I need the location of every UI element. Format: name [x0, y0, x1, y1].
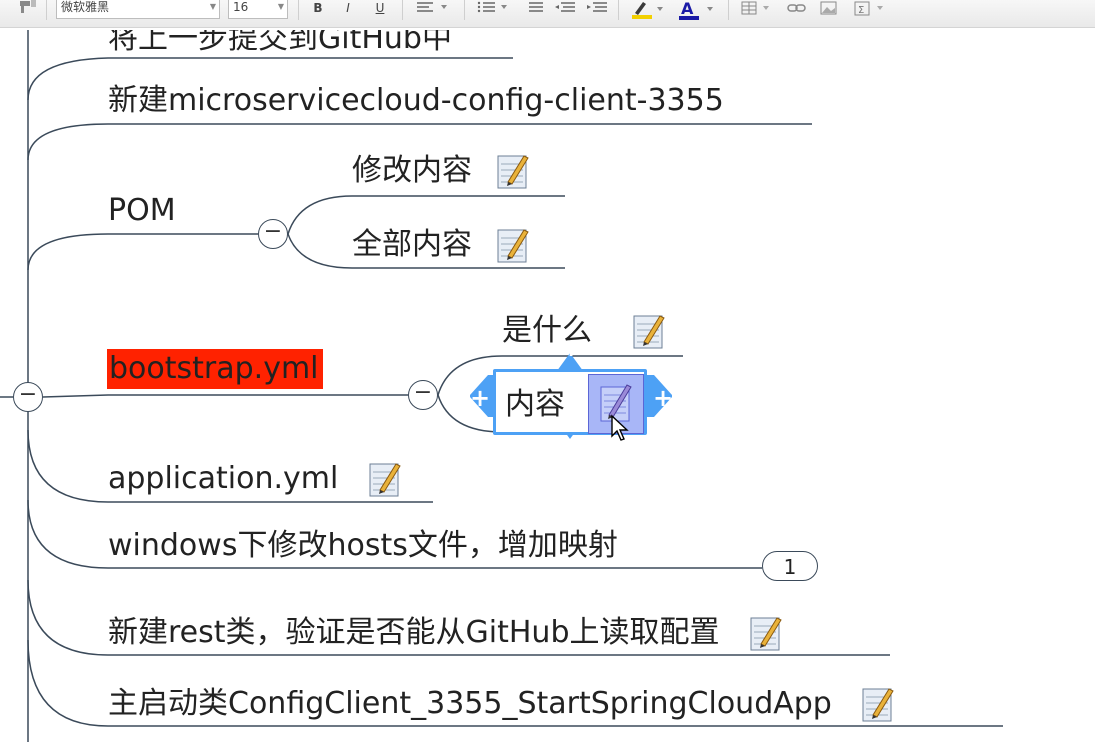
topic-full-content[interactable]: 全部内容 [352, 224, 530, 265]
topic-what-is[interactable]: 是什么 [502, 310, 666, 351]
align-button[interactable] [410, 0, 456, 21]
link-icon [787, 4, 806, 12]
add-child-top-icon[interactable]: + [561, 334, 582, 362]
insert-link-button[interactable] [784, 0, 810, 21]
topic-label: application.yml [108, 460, 339, 496]
bootstrap-collapse-toggle[interactable]: − [408, 380, 438, 410]
align-left-icon [417, 2, 447, 12]
note-icon[interactable] [368, 460, 402, 498]
insert-image-button[interactable] [816, 0, 842, 21]
topic-rest-class[interactable]: 新建rest类，验证是否能从GitHub上读取配置 [108, 612, 783, 653]
topic-main-class[interactable]: 主启动类ConfigClient_3355_StartSpringCloudAp… [108, 683, 895, 724]
topic-label: 全部内容 [352, 226, 472, 262]
underline-button[interactable]: U [375, 1, 385, 15]
root-collapse-toggle[interactable]: − [13, 382, 43, 412]
note-icon[interactable] [632, 312, 666, 350]
font-size-select[interactable]: 16 ▼ [228, 0, 288, 19]
table-icon [741, 1, 769, 15]
add-sibling-left-icon[interactable]: + [470, 384, 491, 412]
topic-application-yml[interactable]: application.yml [108, 458, 402, 499]
increase-indent-button[interactable] [584, 0, 610, 21]
decrease-indent-button[interactable] [552, 0, 578, 21]
format-painter-icon[interactable] [14, 0, 40, 21]
indent-icon [587, 2, 607, 12]
topic-pom[interactable]: POM [108, 190, 176, 231]
bold-button[interactable]: B [313, 1, 323, 15]
note-icon[interactable] [496, 226, 530, 264]
numbered-list-icon [529, 2, 543, 12]
topic-label: 新建rest类，验证是否能从GitHub上读取配置 [108, 614, 720, 650]
topic-bootstrap-yml[interactable]: bootstrap.yml [107, 348, 323, 389]
highlight-color-button[interactable] [628, 0, 668, 21]
highlighter-icon [632, 2, 663, 19]
format-toolbar: 微软雅黑 ▼ 16 ▼ B I U A Σ [0, 0, 1095, 28]
chevron-down-icon: ▼ [277, 2, 284, 11]
outdent-icon [555, 2, 575, 12]
topic-label: 是什么 [502, 312, 592, 348]
font-color-button[interactable]: A [676, 0, 720, 21]
add-child-bottom-icon[interactable]: + [561, 434, 582, 462]
topic-content[interactable]: 内容 [505, 387, 565, 422]
font-family-select[interactable]: 微软雅黑 ▼ [56, 0, 220, 19]
font-family-value: 微软雅黑 [61, 0, 110, 14]
note-icon-selected[interactable] [588, 374, 644, 434]
topic-commit-to-github[interactable]: 将上一步提交到GitHub中 [108, 20, 452, 59]
mouse-cursor-icon [611, 414, 629, 441]
collapsed-children-badge[interactable]: 1 [762, 551, 818, 581]
font-size-value: 16 [233, 0, 249, 14]
image-icon [820, 1, 837, 15]
bullet-list-button[interactable] [474, 0, 514, 21]
equation-icon: Σ [854, 1, 883, 16]
topic-label: POM [108, 192, 176, 228]
italic-button[interactable]: I [346, 1, 350, 15]
topic-hosts-mapping[interactable]: windows下修改hosts文件，增加映射 [108, 525, 618, 566]
numbered-list-button[interactable] [520, 0, 546, 21]
note-icon[interactable] [749, 614, 783, 652]
topic-label: 主启动类ConfigClient_3355_StartSpringCloudAp… [108, 685, 832, 721]
insert-equation-button[interactable]: Σ [850, 0, 894, 21]
topic-label: 新建microservicecloud-config-client-3355 [108, 82, 724, 118]
chevron-down-icon: ▼ [209, 2, 216, 11]
font-color-icon: A [679, 0, 713, 20]
topic-new-config-client[interactable]: 新建microservicecloud-config-client-3355 [108, 80, 724, 121]
svg-text:Σ: Σ [858, 5, 864, 16]
topic-label: windows下修改hosts文件，增加映射 [108, 527, 618, 563]
svg-text:A: A [681, 0, 694, 18]
insert-table-button[interactable] [738, 0, 780, 21]
topic-label: 将上一步提交到GitHub中 [108, 20, 452, 56]
add-sibling-right-icon[interactable]: + [653, 384, 674, 412]
topic-modify-content[interactable]: 修改内容 [352, 150, 530, 191]
pom-collapse-toggle[interactable]: − [258, 219, 288, 249]
note-icon[interactable] [861, 685, 895, 723]
list-icon [477, 1, 507, 13]
topic-label: 修改内容 [352, 152, 472, 188]
note-icon[interactable] [496, 152, 530, 190]
topic-label: bootstrap.yml [107, 348, 323, 389]
